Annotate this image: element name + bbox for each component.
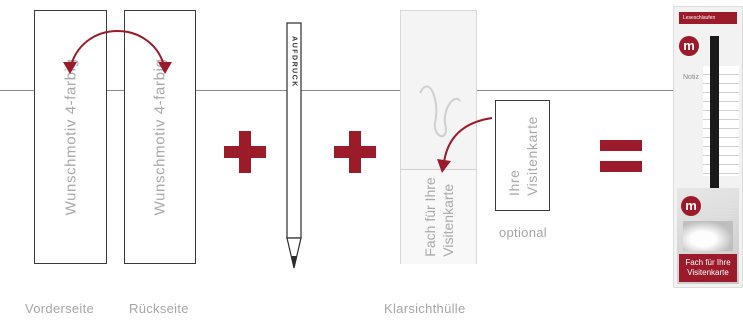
baseline-rule [0, 90, 690, 91]
business-card-line2: Visitenkarte [523, 115, 540, 196]
front-card-caption: Vorderseite [25, 301, 95, 316]
back-card-text: Wunschmotiv 4-farbig [151, 58, 169, 216]
notepad-label: Notiz [683, 74, 699, 81]
back-card: Wunschmotiv 4-farbig [124, 10, 196, 264]
sleeve-pocket: Fach für Ihre Visitenkarte [401, 169, 476, 264]
product-header-label: Leseschlaufen [683, 15, 716, 21]
product-photo: Leseschlaufen m Notiz m Fach für Ihre Vi… [673, 6, 743, 288]
sleeve-pocket-text: Fach für Ihre Visitenkarte [421, 177, 457, 256]
plus-sign-2 [334, 131, 376, 173]
product-pencil [710, 36, 719, 216]
sleeve-pocket-line1: Fach für Ihre [421, 177, 438, 257]
pencil-icon [286, 22, 302, 269]
back-card-caption: Rückseite [129, 301, 189, 316]
pencil-imprint: AUFDRUCK [290, 36, 298, 88]
business-card-text: Ihre Visitenkarte [505, 115, 541, 195]
pencil-imprint-box: AUFDRUCK [287, 24, 301, 100]
product-header: Leseschlaufen [679, 12, 737, 24]
book-image [683, 221, 733, 251]
sleeve-pocket-line2: Visitenkarte [439, 183, 456, 257]
business-card: Ihre Visitenkarte [495, 100, 550, 211]
business-card-caption: optional [499, 225, 547, 240]
product-pocket-label: Fach für Ihre Visitenkarte [679, 254, 737, 282]
insert-arrow-icon [437, 117, 493, 173]
clear-sleeve: Fach für Ihre Visitenkarte [400, 10, 477, 264]
product-pocket-line2: Visitenkarte [687, 268, 729, 277]
product-fine-print [707, 204, 735, 218]
sleeve-caption: Klarsichthülle [384, 301, 466, 316]
product-pocket-line1: Fach für Ihre [685, 258, 731, 267]
squiggle-icon [419, 85, 461, 138]
notepad-lines [703, 66, 739, 176]
product-logo-icon-2: m [681, 196, 701, 216]
flip-arrow-icon [63, 30, 172, 74]
business-card-line1: Ihre [505, 169, 522, 196]
front-card: Wunschmotiv 4-farbig [34, 10, 107, 264]
product-logo-icon: m [679, 36, 699, 56]
front-card-text: Wunschmotiv 4-farbig [62, 58, 79, 216]
plus-sign-1 [224, 131, 266, 173]
equals-sign [600, 140, 642, 172]
